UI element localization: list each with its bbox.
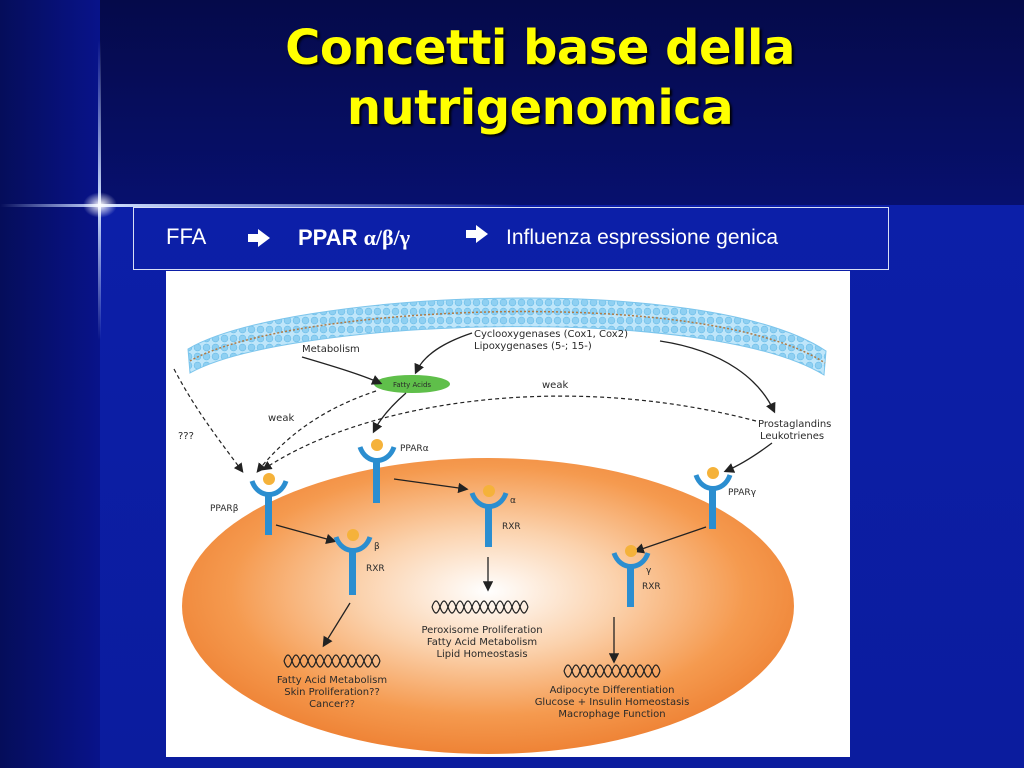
receptor-icon — [469, 485, 509, 547]
enzymes-line1: Cyclooxygenases (Cox1, Cox2) — [474, 329, 628, 340]
dna-icon — [563, 664, 661, 678]
receptor-icon — [611, 545, 651, 607]
beta-effect-3: Cancer?? — [309, 699, 355, 710]
dna-icon — [283, 654, 381, 668]
flow-ffa-label: FFA — [166, 224, 207, 249]
decorative-sparkle — [80, 190, 120, 220]
ppar-alpha-label: PPARα — [400, 444, 429, 454]
rxr-alpha-label: RXR — [502, 522, 521, 532]
rxr-alpha-symbol: α — [510, 496, 516, 506]
metabolism-label: Metabolism — [302, 344, 360, 355]
background-left — [0, 0, 100, 768]
ppar-beta-label: PPARβ — [210, 504, 239, 514]
leukotrienes-label: Leukotrienes — [760, 431, 824, 442]
rxr-beta-label: RXR — [366, 564, 385, 574]
nutrigenomics-diagram: Fatty Acids Metabolism Cyclooxygenases (… — [166, 271, 850, 757]
slide-title: Concetti base della nutrigenomica — [190, 18, 890, 138]
alpha-effect-1: Peroxisome Proliferation — [421, 625, 542, 636]
fatty-acids-label: Fatty Acids — [393, 381, 431, 389]
flow-ppar-label: PPAR α/β/γ — [298, 225, 410, 251]
flow-ppar-greek: α/β/γ — [363, 225, 410, 250]
unknown-label: ??? — [178, 431, 194, 442]
rxr-gamma-symbol: γ — [646, 566, 652, 576]
weak-right-label: weak — [542, 380, 568, 391]
enzymes-line2: Lipoxygenases (5-; 15-) — [474, 341, 592, 352]
gamma-effect-2: Glucose + Insulin Homeostasis — [535, 697, 690, 708]
flow-ppar-prefix: PPAR — [298, 225, 364, 250]
beta-effect-1: Fatty Acid Metabolism — [277, 675, 387, 686]
rxr-gamma-label: RXR — [642, 582, 661, 592]
dna-icon — [431, 600, 529, 614]
slide-title-line1: Concetti base della — [285, 20, 795, 76]
rxr-beta-symbol: β — [374, 542, 380, 552]
beta-effect-2: Skin Proliferation?? — [284, 687, 380, 698]
arrow-right-icon — [248, 229, 270, 247]
ppar-gamma-label: PPARγ — [728, 488, 757, 498]
weak-left-label: weak — [268, 413, 294, 424]
prostaglandins-label: Prostaglandins — [758, 419, 831, 430]
alpha-effect-2: Fatty Acid Metabolism — [427, 637, 537, 648]
flow-box: FFA PPAR α/β/γ Influenza espressione gen… — [133, 207, 889, 270]
gamma-effect-1: Adipocyte Differentiation — [550, 685, 675, 696]
receptor-icon — [357, 439, 397, 503]
decorative-horizontal-line — [0, 204, 520, 207]
slide-title-line2: nutrigenomica — [346, 80, 734, 136]
receptor-icon — [333, 529, 373, 595]
arrow-right-icon — [466, 225, 488, 243]
gamma-effect-3: Macrophage Function — [558, 709, 665, 720]
alpha-effect-3: Lipid Homeostasis — [436, 649, 527, 660]
receptor-icon — [249, 473, 289, 535]
fatty-acids-pill — [374, 375, 450, 393]
background-top — [0, 0, 1024, 205]
receptor-icon — [693, 467, 733, 529]
flow-influence-label: Influenza espressione genica — [506, 226, 779, 249]
